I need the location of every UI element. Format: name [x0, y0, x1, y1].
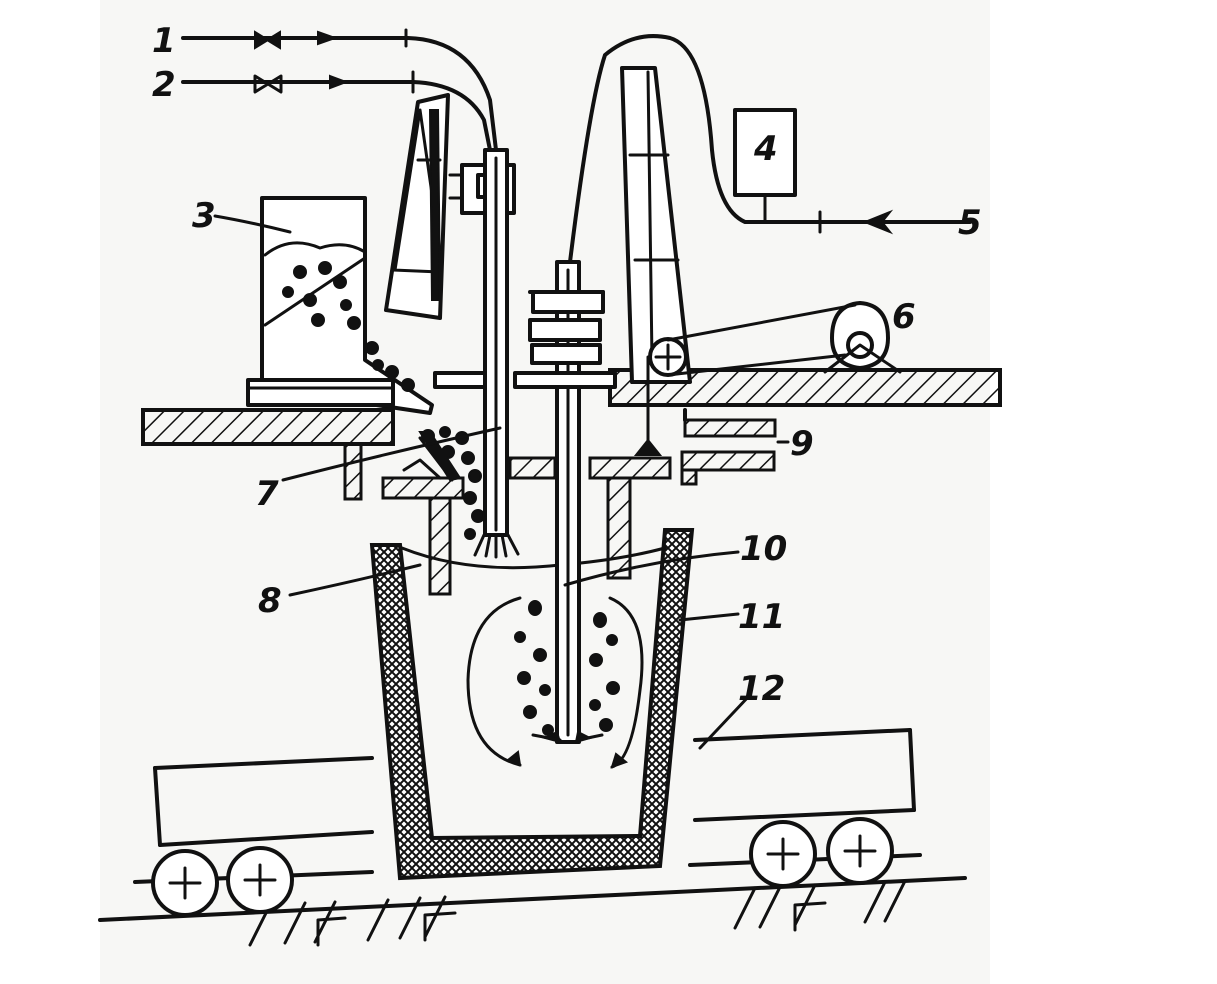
brackets	[680, 408, 777, 486]
bubbles	[514, 600, 620, 736]
right-cart	[688, 728, 922, 888]
ladle	[369, 528, 695, 881]
callout-labels: 1 2 3 4 5 6 7 8 9 10 11 12	[152, 21, 982, 709]
central-lance	[528, 260, 605, 744]
hopper	[246, 196, 434, 415]
paper-sheet	[100, 0, 990, 984]
label-2: 2	[152, 65, 176, 105]
margin-right	[990, 0, 1217, 984]
label-11: 11	[738, 597, 785, 637]
crossbars	[381, 371, 672, 596]
leader-lines	[213, 214, 790, 750]
margin-left	[0, 0, 100, 984]
tank	[733, 108, 797, 224]
left-platform	[141, 408, 395, 501]
label-10: 10	[740, 529, 787, 569]
label-7: 7	[255, 474, 279, 514]
label-6: 6	[892, 297, 916, 337]
label-3: 3	[192, 196, 216, 236]
label-4: 4	[753, 129, 778, 169]
hopper-granules	[282, 261, 415, 392]
label-12: 12	[738, 669, 785, 709]
label-5: 5	[958, 203, 982, 243]
left-cart	[133, 756, 374, 917]
label-8: 8	[258, 581, 282, 621]
label-9: 9	[790, 424, 814, 464]
ground	[98, 876, 967, 947]
supply-pipes	[181, 28, 972, 264]
label-1: 1	[152, 21, 176, 61]
bubble-plume	[466, 596, 644, 769]
winch	[666, 301, 902, 377]
